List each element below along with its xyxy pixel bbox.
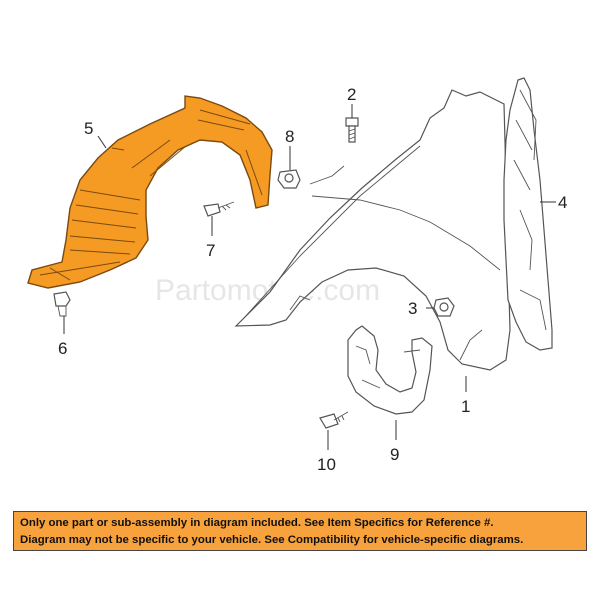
leader-lines — [63, 104, 556, 450]
disclaimer-line-2: Diagram may not be specific to your vehi… — [20, 534, 524, 546]
callout-1: 1 — [461, 397, 470, 416]
mud-flap-icon — [347, 325, 433, 415]
bracket-icon — [503, 77, 553, 351]
callout-4: 4 — [558, 193, 567, 212]
callout-3: 3 — [408, 299, 417, 318]
screw-icon — [319, 411, 349, 429]
callout-9: 9 — [390, 445, 399, 464]
callout-5: 5 — [84, 119, 93, 138]
fender-icon — [234, 89, 511, 371]
callout-2: 2 — [347, 85, 356, 104]
disclaimer-banner: Only one part or sub-assembly in diagram… — [13, 511, 587, 551]
disclaimer-line-1: Only one part or sub-assembly in diagram… — [20, 517, 494, 529]
callout-6: 6 — [58, 339, 67, 358]
bolt-icon — [345, 117, 359, 143]
callout-10: 10 — [317, 455, 336, 474]
nut-icon — [277, 169, 301, 189]
clip-icon — [53, 291, 71, 317]
screw-icon — [203, 201, 235, 217]
callout-7: 7 — [206, 241, 215, 260]
fender-liner-icon — [27, 95, 273, 289]
callout-8: 8 — [285, 127, 294, 146]
